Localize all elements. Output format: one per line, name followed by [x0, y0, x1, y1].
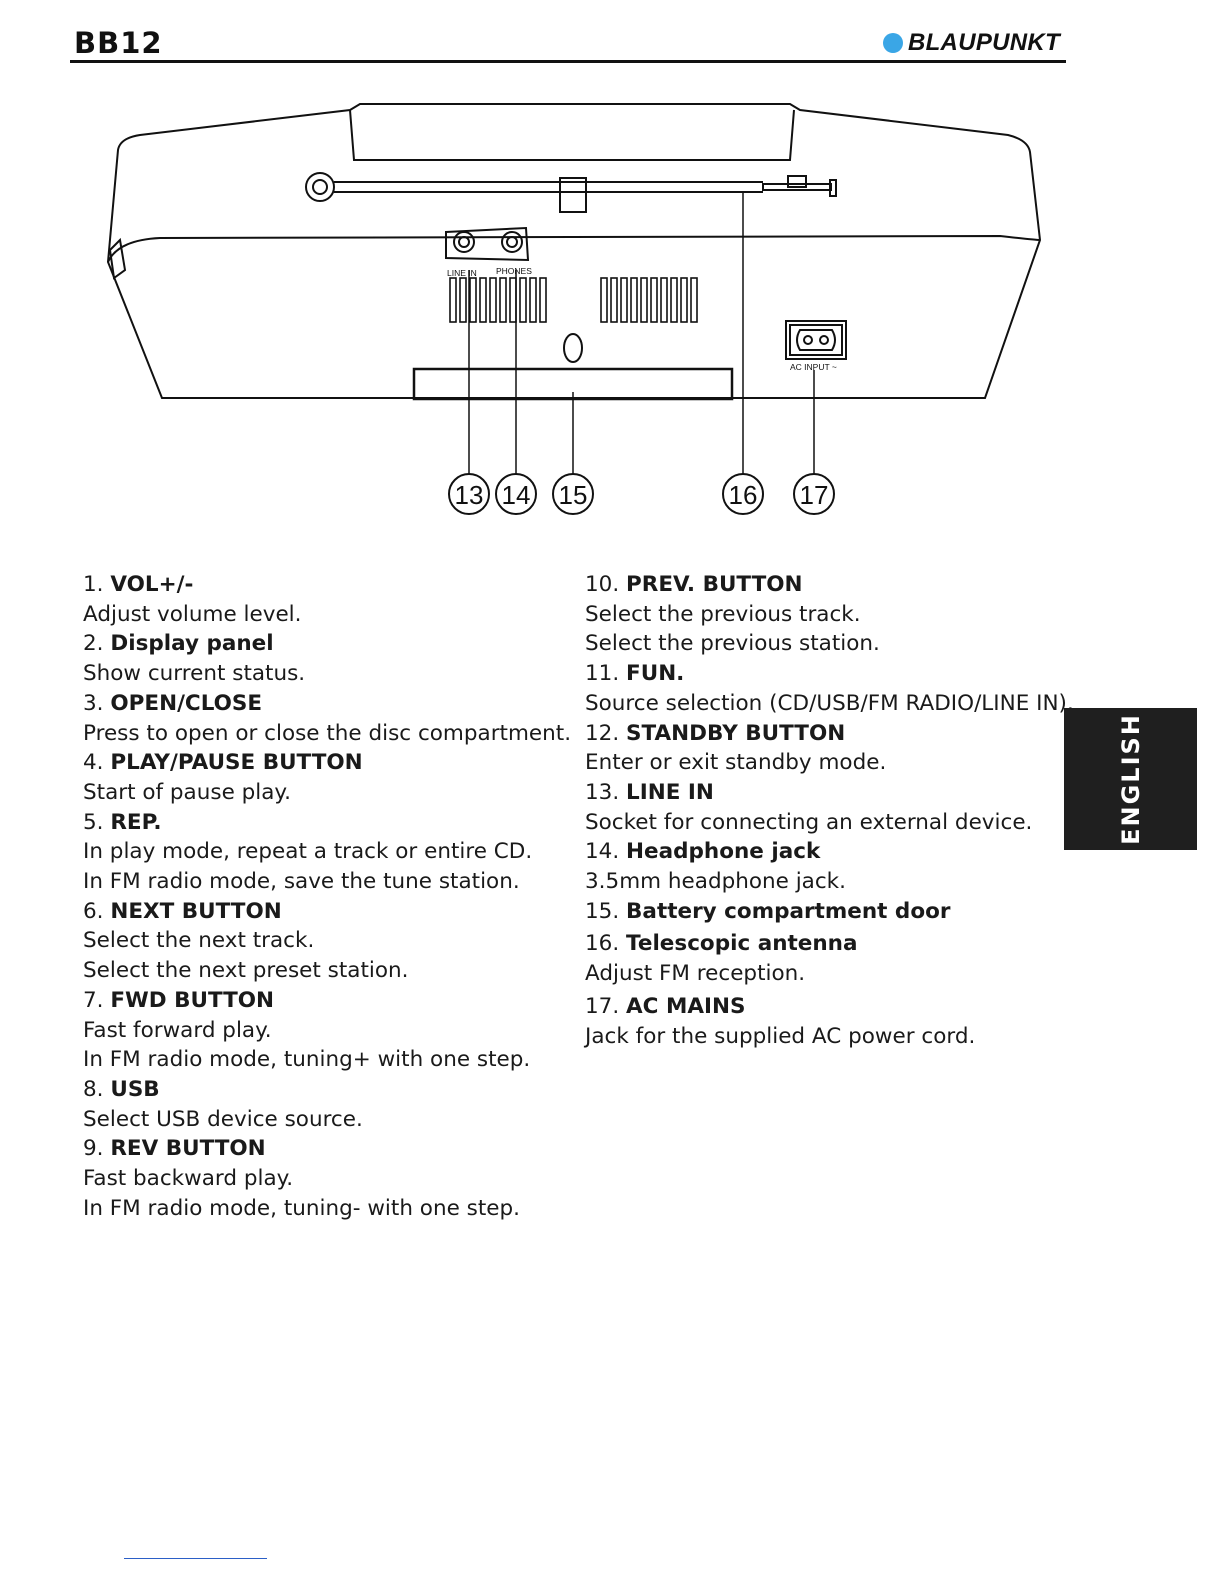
item-desc: Source selection (CD/USB/FM RADIO/LINE I… [585, 690, 1074, 716]
item-desc: Press to open or close the disc compartm… [83, 720, 572, 746]
item-title: 12. STANDBY BUTTON [585, 720, 846, 746]
callout-13: 13 [455, 480, 484, 510]
speaker-vents [449, 277, 698, 323]
item-title: 17. AC MAINS [585, 993, 746, 1019]
item-desc: Socket for connecting an external device… [585, 809, 1033, 835]
item-title: 16. Telescopic antenna [585, 931, 858, 957]
item-desc: Adjust FM reception. [585, 961, 806, 987]
model-name: BB12 [74, 26, 163, 60]
item-desc: Jack for the supplied AC power cord. [585, 1023, 976, 1049]
language-tab: ENGLISH [1064, 708, 1197, 850]
footer-line [124, 1558, 267, 1559]
line-in-label: LINE IN [447, 268, 477, 278]
item-title: 9. REV BUTTON [83, 1136, 266, 1162]
item-title: 15. Battery compartment door [585, 898, 951, 924]
brand-logo: BLAUPUNKT [882, 29, 1060, 57]
item-desc: Select the previous station. [585, 631, 880, 657]
item-desc: Enter or exit standby mode. [585, 750, 887, 776]
item-desc: Select the next preset station. [83, 958, 409, 984]
item-desc: In FM radio mode, tuning+ with one step. [83, 1047, 531, 1073]
callout-16: 16 [729, 480, 758, 510]
item-desc: Fast forward play. [83, 1017, 272, 1043]
phones-label: PHONES [496, 266, 532, 276]
item-title: 2. Display panel [83, 631, 274, 657]
item-desc: Show current status. [83, 661, 306, 687]
brand-dot-icon [882, 33, 903, 53]
item-desc: In FM radio mode, save the tune station. [83, 869, 520, 895]
callout-14: 14 [502, 480, 531, 510]
item-title: 7. FWD BUTTON [83, 987, 275, 1013]
item-title: 3. OPEN/CLOSE [83, 690, 263, 716]
ac-input-illustration [785, 320, 847, 360]
controls-list-left: 1. VOL+/- Adjust volume level. 2. Displa… [83, 570, 573, 1223]
item-title: 8. USB [83, 1076, 160, 1102]
item-desc: Start of pause play. [83, 779, 291, 805]
item-title: 1. VOL+/- [83, 572, 194, 597]
item-desc: Select the next track. [83, 928, 315, 954]
controls-list-right: 10. PREV. BUTTON Select the previous tra… [585, 570, 1074, 1051]
ac-input-label: AC INPUT ~ [790, 362, 837, 372]
rear-panel-diagram: LINE IN PHONES AC INPUT ~ [106, 103, 1042, 515]
item-desc: Select the previous track. [585, 601, 861, 627]
item-title: 14. Headphone jack [585, 839, 821, 865]
item-title: 5. REP. [83, 809, 162, 835]
item-title: 10. PREV. BUTTON [585, 572, 803, 597]
item-desc: 3.5mm headphone jack. [585, 869, 846, 895]
item-desc: Fast backward play. [83, 1166, 294, 1192]
item-desc: In play mode, repeat a track or entire C… [83, 839, 533, 865]
item-title: 13. LINE IN [585, 779, 714, 805]
callout-17: 17 [800, 480, 829, 510]
brand-name: BLAUPUNKT [907, 29, 1060, 56]
item-desc: In FM radio mode, tuning- with one step. [83, 1195, 520, 1221]
jacks-panel [445, 226, 530, 262]
item-desc: Select USB device source. [83, 1106, 363, 1132]
item-title: 4. PLAY/PAUSE BUTTON [83, 750, 363, 776]
item-title: 6. NEXT BUTTON [83, 898, 282, 924]
antenna-illustration [305, 172, 837, 213]
language-label: ENGLISH [1116, 713, 1145, 845]
header-divider [70, 60, 1066, 63]
item-desc: Adjust volume level. [83, 601, 302, 627]
callout-15: 15 [559, 480, 588, 510]
item-title: 11. FUN. [585, 661, 685, 687]
